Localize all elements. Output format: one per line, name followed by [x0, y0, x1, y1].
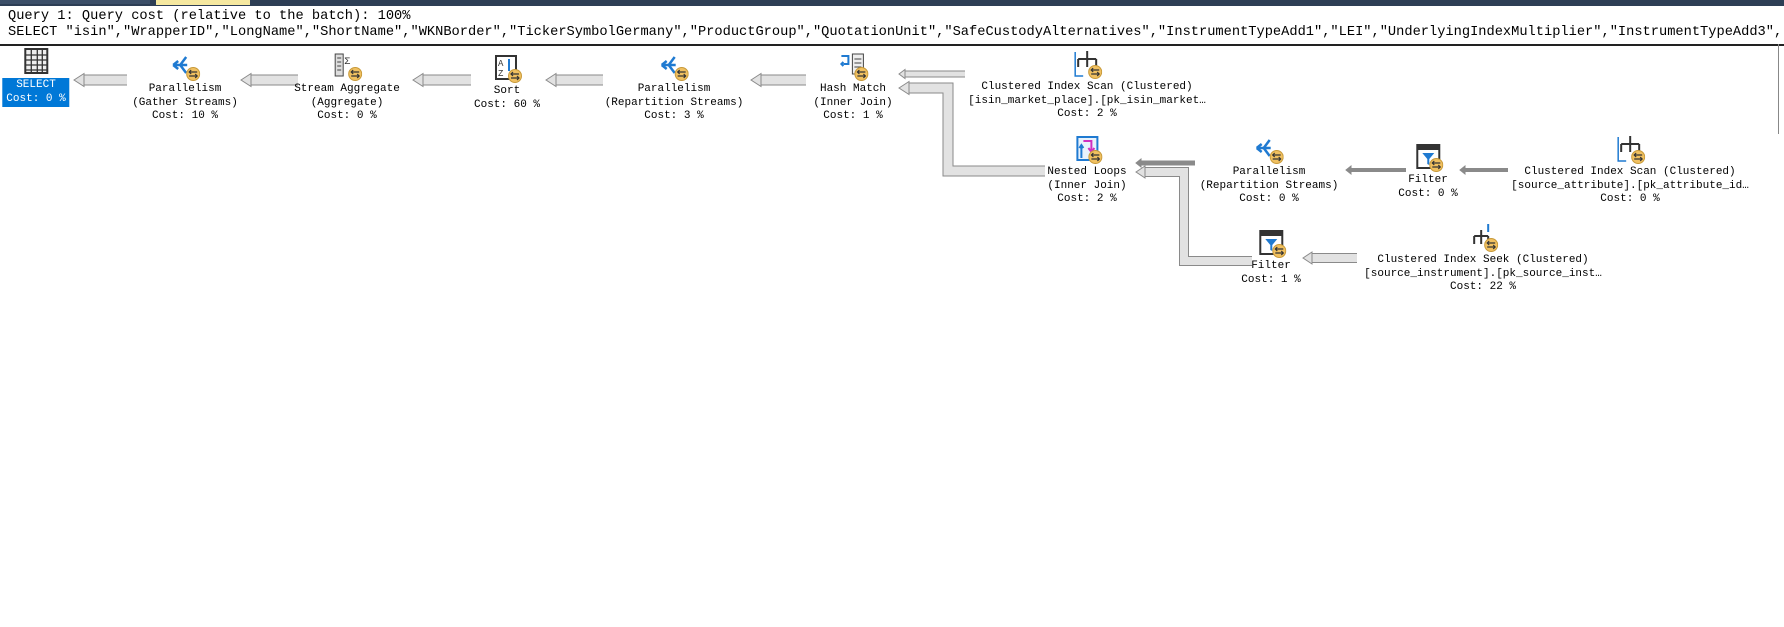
node-label: Sort: [493, 85, 521, 97]
nested-loops-icon: [1076, 136, 1102, 164]
node-label: SELECT: [16, 79, 56, 91]
arrow-sort-to-aggregate: [412, 72, 471, 88]
node-label-group: Parallelism(Gather Streams)Cost: 10 %: [132, 83, 238, 124]
node-cost: Cost: 1 %: [1241, 273, 1301, 286]
node-label-group: Parallelism(Repartition Streams)Cost: 3 …: [605, 83, 744, 124]
plan-node-parallelism-repartition-1[interactable]: Parallelism(Repartition Streams)Cost: 3 …: [605, 51, 744, 124]
filter-icon: [1415, 144, 1443, 172]
arrow-filter2-to-nested: [1135, 165, 1252, 266]
node-cost: Cost: 0 %: [317, 110, 377, 122]
node-label: Hash Match: [819, 83, 886, 95]
node-label: (Inner Join): [1047, 179, 1127, 192]
node-cost: Cost: 0 %: [6, 92, 66, 105]
arrow-nested-to-hash: [898, 80, 1045, 177]
parallelism-icon: [1256, 139, 1284, 164]
filter-icon: [1258, 230, 1286, 258]
node-cost: Cost: 2 %: [1057, 108, 1117, 120]
select-icon: [23, 48, 48, 74]
query-header: Query 1: Query cost (relative to the bat…: [0, 6, 1784, 46]
plan-node-parallelism-repartition-2[interactable]: Parallelism(Repartition Streams)Cost: 0 …: [1200, 134, 1339, 207]
arrow-seek-to-filter2: [1302, 251, 1357, 265]
plan-node-parallelism-gather[interactable]: Parallelism(Gather Streams)Cost: 10 %: [132, 51, 238, 124]
clustered-index-seek-icon: [1472, 224, 1498, 252]
arrow-hash-to-repartition: [750, 72, 806, 88]
node-cost: Cost: 2 %: [1057, 193, 1117, 205]
node-label-group: Clustered Index Seek (Clustered)[source_…: [1364, 254, 1602, 295]
node-label: Parallelism: [148, 83, 222, 95]
plan-node-hash-match[interactable]: Hash Match(Inner Join)Cost: 1 %: [813, 51, 893, 124]
node-label-group: Hash Match(Inner Join)Cost: 1 %: [813, 83, 892, 124]
node-label: Parallelism: [637, 83, 711, 95]
node-label: Filter: [1251, 260, 1291, 272]
node-label: [source_instrument].[pk_source_inst…: [1364, 267, 1602, 280]
node-label: (Gather Streams): [132, 96, 238, 109]
node-label: Clustered Index Seek (Clustered): [1377, 254, 1589, 266]
parallelism-icon: [661, 56, 689, 81]
parallelism-icon: [172, 56, 200, 81]
plan-node-clustered-index-seek-instrument[interactable]: Clustered Index Seek (Clustered)[source_…: [1364, 222, 1602, 295]
node-cost: Cost: 0 %: [1600, 193, 1660, 205]
node-cost: Cost: 10 %: [151, 110, 218, 122]
node-label: [source_attribute].[pk_attribute_id…: [1511, 179, 1749, 192]
plan-node-nested-loops[interactable]: Nested Loops(Inner Join)Cost: 2 %: [1047, 134, 1127, 207]
node-label: Filter: [1408, 174, 1448, 186]
arrow-repartition-to-sort: [545, 72, 603, 88]
window-top-strip: [0, 0, 1784, 6]
sort-icon: AZ: [494, 55, 522, 83]
arrow-scan-to-hash: [898, 68, 965, 80]
arrow-gather-to-select: [73, 72, 127, 88]
node-label: (Inner Join): [813, 96, 893, 109]
query-cost-label: Query 1: Query cost (relative to the bat…: [8, 9, 411, 24]
node-label-group: Parallelism(Repartition Streams)Cost: 0 …: [1200, 166, 1339, 207]
node-label: Clustered Index Scan (Clustered): [981, 81, 1193, 93]
arrow-repartition2-to-nested: [1135, 157, 1195, 169]
node-label-group: Clustered Index Scan (Clustered)[isin_ma…: [968, 81, 1206, 122]
scroll-edge: [1778, 44, 1779, 134]
node-label: (Aggregate): [310, 96, 384, 109]
svg-text:Z: Z: [498, 69, 504, 79]
stream-aggregate-icon: Σ: [334, 53, 362, 81]
node-label-group: Stream Aggregate(Aggregate)Cost: 0 %: [294, 83, 400, 124]
clustered-index-scan-icon: [1617, 136, 1645, 164]
node-cost: Cost: 60 %: [473, 98, 541, 111]
node-cost: Cost: 3 %: [644, 110, 704, 122]
node-label: Stream Aggregate: [294, 83, 400, 95]
node-cost: Cost: 0 %: [1398, 187, 1458, 200]
document-tab[interactable]: [0, 0, 150, 4]
active-document-tab[interactable]: [156, 0, 250, 5]
node-label: Clustered Index Scan (Clustered): [1524, 166, 1736, 178]
clustered-index-scan-icon: [1074, 51, 1102, 79]
svg-text:A: A: [498, 59, 504, 69]
node-label: (Repartition Streams): [1199, 179, 1339, 192]
node-label-group: Nested Loops(Inner Join)Cost: 2 %: [1047, 166, 1126, 207]
arrow-aggregate-to-gather: [240, 72, 298, 88]
plan-node-clustered-index-scan-attribute[interactable]: Clustered Index Scan (Clustered)[source_…: [1511, 134, 1749, 207]
arrow-scan-attr-to-filter1: [1459, 164, 1508, 176]
node-label: [isin_market_place].[pk_isin_market…: [968, 94, 1206, 107]
plan-node-clustered-index-scan-isin[interactable]: Clustered Index Scan (Clustered)[isin_ma…: [968, 49, 1206, 122]
node-label: Parallelism: [1232, 166, 1306, 178]
node-cost: Cost: 1 %: [823, 110, 883, 122]
node-label: (Repartition Streams): [604, 96, 744, 109]
node-label-group: Clustered Index Scan (Clustered)[source_…: [1511, 166, 1749, 207]
node-cost: Cost: 0 %: [1239, 193, 1299, 205]
svg-text:Σ: Σ: [344, 57, 350, 68]
query-text: SELECT "isin","WrapperID","LongName","Sh…: [8, 25, 1783, 40]
node-label: Nested Loops: [1047, 166, 1127, 178]
arrow-filter1-to-repartition2: [1345, 164, 1406, 176]
plan-node-stream-aggregate[interactable]: Σ Stream Aggregate(Aggregate)Cost: 0 %: [294, 51, 400, 124]
node-cost: Cost: 22 %: [1449, 281, 1517, 293]
hash-match-icon: [839, 53, 868, 81]
